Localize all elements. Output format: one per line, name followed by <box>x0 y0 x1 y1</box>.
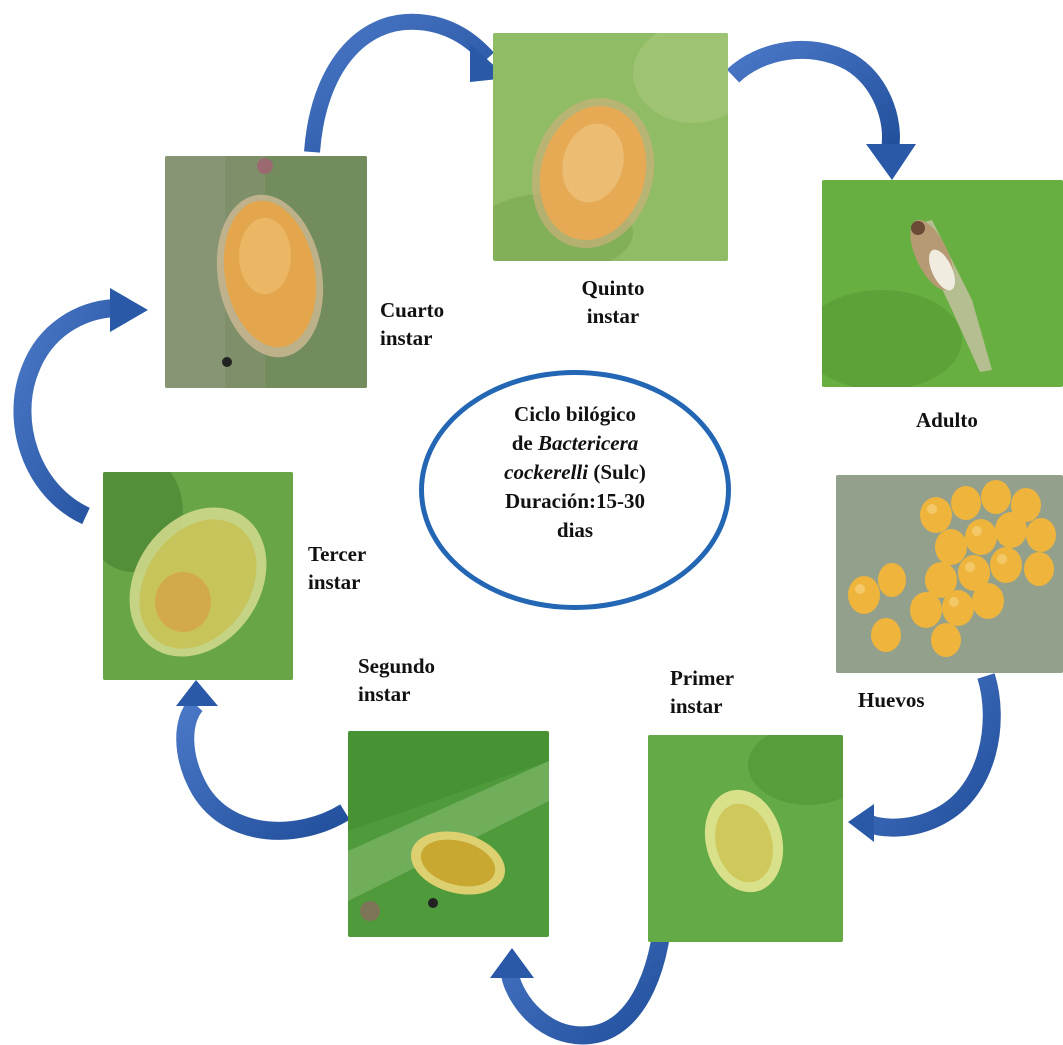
label-segundo-instar: Segundo instar <box>358 652 435 708</box>
label-cuarto-instar: Cuarto instar <box>380 296 444 352</box>
photo-adulto <box>822 180 1063 387</box>
center-title: Ciclo bilógico de Bactericera cockerelli… <box>419 400 731 545</box>
photo-primer-instar <box>648 735 843 942</box>
photo-quinto-instar <box>493 33 728 261</box>
label-adulto: Adulto <box>916 406 978 434</box>
label-quinto-instar: Quinto instar <box>553 274 673 330</box>
photo-huevos <box>836 475 1063 673</box>
photo-segundo-instar <box>348 731 549 937</box>
arrow-cuarto-to-quinto <box>312 22 508 152</box>
arrow-segundo-to-tercer <box>176 680 345 831</box>
arrow-quinto-to-adulto <box>733 50 916 180</box>
label-huevos: Huevos <box>858 686 925 714</box>
label-tercer-instar: Tercer instar <box>308 540 366 596</box>
label-primer-instar: Primer instar <box>670 664 734 720</box>
photo-tercer-instar <box>103 472 293 680</box>
photo-cuarto-instar <box>165 156 367 388</box>
